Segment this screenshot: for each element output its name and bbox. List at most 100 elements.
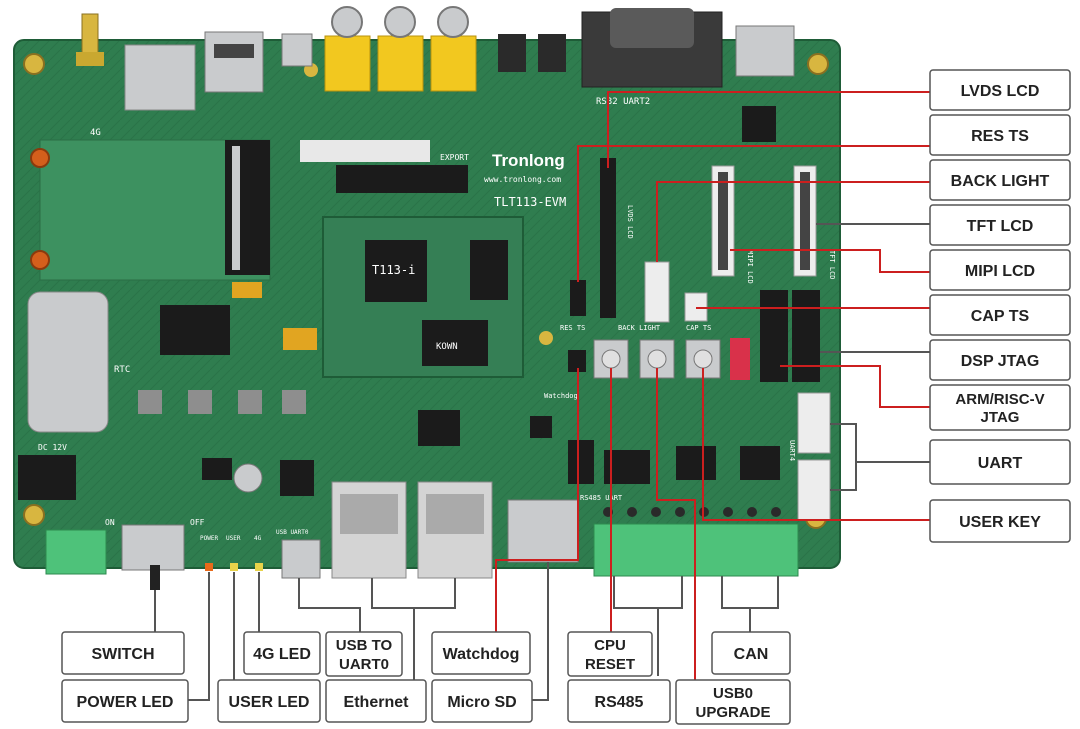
callout-uart-label: UART — [978, 455, 1023, 472]
som-flash — [470, 240, 508, 300]
antenna-base — [76, 52, 104, 66]
av-jack-1 — [324, 35, 371, 92]
dc-jack — [18, 455, 76, 500]
callout-user-key: USER KEY — [929, 499, 1071, 543]
micro-sd-slot — [507, 499, 579, 563]
callout-tft-lcd: TFT LCD — [929, 204, 1071, 246]
av-jack-1-ring — [331, 6, 363, 38]
som-cpu — [365, 240, 427, 302]
callout-switch-label: SWITCH — [91, 646, 154, 663]
uart4-silk: UART4 — [788, 440, 796, 461]
mounting-hole — [807, 53, 829, 75]
inductor — [138, 390, 162, 414]
top-right-port — [735, 25, 795, 77]
ic-chip — [418, 410, 460, 446]
tantalum-cap — [232, 282, 262, 298]
callout-micro-sd: Micro SD — [431, 679, 533, 723]
callout-watchdog-label: Watchdog — [443, 646, 520, 663]
uart-connector-1 — [797, 392, 831, 454]
audio-jack-1 — [498, 34, 526, 72]
callout-micro-sd-label: Micro SD — [447, 694, 516, 711]
line-usb0-upgrade — [656, 368, 696, 680]
callout-ethernet: Ethernet — [325, 679, 427, 723]
export-label-plate — [300, 140, 430, 162]
callout-user-led-label: USER LED — [229, 694, 310, 711]
callout-user-key-label: USER KEY — [959, 514, 1041, 531]
line-micro-sd — [532, 562, 549, 701]
switch-on-label: ON — [105, 518, 115, 527]
audio-jack-2 — [538, 34, 566, 72]
ic-chip — [530, 416, 552, 438]
dc-label: DC 12V — [38, 443, 67, 452]
som-memory-label: KOWN — [436, 342, 458, 352]
rtc-battery-holder — [27, 291, 109, 433]
usb-c-top — [281, 33, 313, 67]
arm-jtag-header — [792, 290, 820, 382]
usb0-upgrade-key-button — [647, 349, 667, 369]
cpu-reset-key-button — [601, 349, 621, 369]
terminal-screws — [603, 507, 781, 517]
usb-host-port-inner — [214, 44, 254, 58]
pcb: 4G RS32 UART2 — [13, 6, 841, 590]
callout-4g-led-label: 4G LED — [253, 646, 311, 663]
callout-tft-lcd-label: TFT LCD — [967, 218, 1034, 235]
sim-slot — [124, 44, 196, 111]
mipi-lcd-connector-slot — [718, 172, 728, 270]
callout-user-led: USER LED — [217, 679, 321, 723]
board-model: TLT113-EVM — [494, 195, 566, 209]
lvds-lcd-silk: LVDS LCD — [626, 205, 634, 239]
line-rs485 — [613, 576, 683, 609]
db9-shell — [610, 8, 694, 48]
av-jack-3-ring — [437, 6, 469, 38]
callout-cap-ts: CAP TS — [929, 294, 1071, 336]
av-jack-2 — [377, 35, 424, 92]
line-ethernet — [371, 578, 456, 609]
led-user-label: USER — [226, 535, 241, 542]
power-switch — [121, 524, 185, 571]
user-key-button — [693, 349, 713, 369]
dsp-jtag-header — [760, 290, 788, 382]
pcb-4g-label: 4G — [90, 128, 101, 138]
usb-uart0-label: USB UART0 — [276, 529, 309, 536]
callout-dsp-jtag: DSP JTAG — [929, 339, 1071, 381]
cap-ts-silk: CAP TS — [686, 324, 711, 332]
callout-back-light-label: BACK LIGHT — [951, 173, 1050, 190]
callout-res-ts: RES TS — [929, 114, 1071, 156]
regulator-chip — [160, 305, 230, 355]
tantalum-cap — [283, 328, 317, 350]
callout-4g-led: 4G LED — [243, 631, 321, 675]
tft-lcd-silk: TFT LCD — [828, 250, 836, 280]
callout-uart: UART — [929, 439, 1071, 485]
line-lvds-lcd — [607, 91, 930, 168]
callout-res-ts-label: RES TS — [971, 128, 1029, 145]
res-ts-header — [570, 280, 586, 316]
ethernet-port-1-opening — [340, 494, 398, 534]
callout-can-label: CAN — [734, 646, 769, 663]
callout-ethernet-label: Ethernet — [344, 694, 410, 711]
mounting-hole — [539, 331, 553, 345]
rtc-label: RTC — [114, 365, 130, 375]
som-memory — [422, 320, 488, 366]
callout-lvds-lcd-label: LVDS LCD — [961, 83, 1040, 100]
lvds-header — [600, 158, 616, 318]
power-led — [205, 563, 213, 571]
electrolytic-cap — [233, 463, 263, 493]
rs485-silk: RS485 UART — [580, 494, 623, 502]
av-jack-3 — [430, 35, 477, 92]
line-mipi-lcd — [730, 249, 930, 273]
callout-watchdog: Watchdog — [431, 631, 531, 675]
line-usb-uart0 — [298, 578, 361, 632]
m2-slot-pins — [232, 146, 240, 270]
line-uart — [830, 423, 857, 491]
inductor — [188, 390, 212, 414]
callout-can: CAN — [711, 631, 791, 675]
som-cpu-label: T113-i — [372, 263, 415, 277]
ic-chip — [742, 106, 776, 142]
line-back-light — [656, 181, 930, 262]
